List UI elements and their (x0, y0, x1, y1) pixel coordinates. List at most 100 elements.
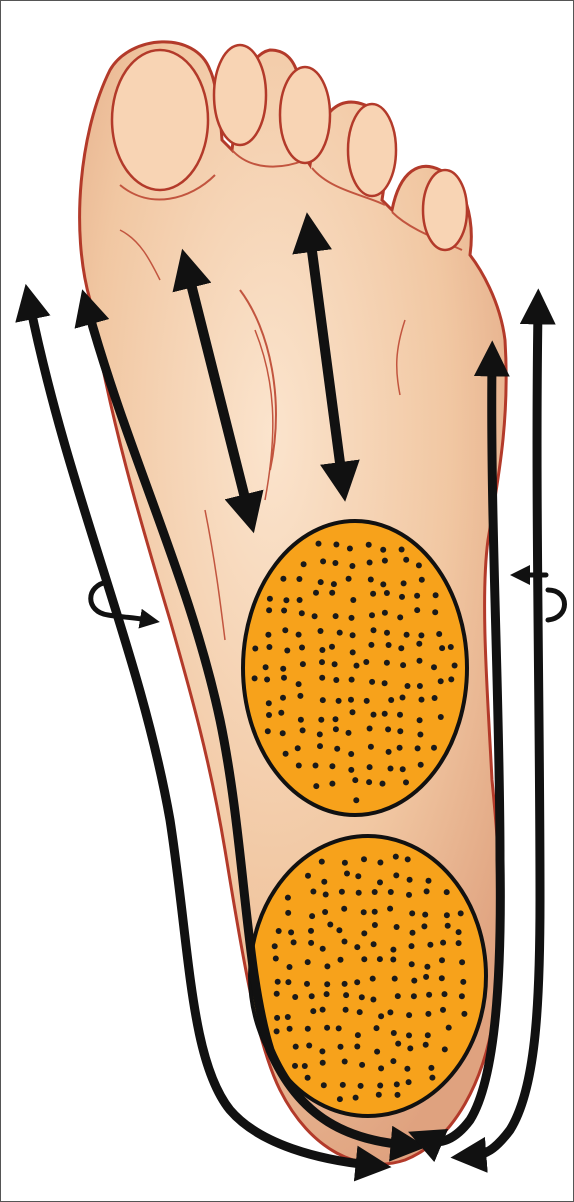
pad-dot (349, 563, 355, 569)
pad-dot (285, 979, 291, 985)
pad-dot (287, 964, 293, 970)
pad-dot (324, 1025, 330, 1031)
pad-dot (423, 1042, 429, 1048)
pad-dot (368, 744, 374, 750)
pad-dot (346, 730, 352, 736)
pad-dot (414, 593, 420, 599)
pad-dot (377, 879, 383, 885)
pad-dot (320, 558, 326, 564)
pad-dot (305, 873, 311, 879)
pad-dot (348, 767, 354, 773)
pad-dot (323, 892, 329, 898)
pad-dot (367, 726, 373, 732)
pad-dot (378, 1065, 384, 1071)
pad-dot (266, 644, 272, 650)
pad-dot (327, 922, 333, 928)
pad-dot (342, 981, 348, 987)
pad-dot (297, 693, 303, 699)
pad-dot (368, 642, 374, 648)
pad-dot (348, 751, 354, 757)
pad-dot (456, 929, 462, 935)
pad-dot (371, 627, 377, 633)
pad-dot (439, 957, 445, 963)
pad-dot (387, 1009, 393, 1015)
pad-dot (354, 979, 360, 985)
pad-dot (427, 942, 433, 948)
pad-dot (406, 1032, 412, 1038)
pad-dot (407, 877, 413, 883)
pad-dot (338, 957, 344, 963)
pad-dot (371, 941, 377, 947)
pad-dot (295, 745, 301, 751)
pad-dot (283, 751, 289, 757)
rotation-arrow-icon (548, 590, 565, 620)
pad-dot (371, 712, 377, 718)
pad-dot (388, 697, 394, 703)
pad-dot (370, 976, 376, 982)
pad-dot (354, 944, 360, 950)
pad-dot (312, 613, 318, 619)
pad-dot (403, 557, 409, 563)
pad-dot (426, 992, 432, 998)
pad-dot (369, 612, 375, 618)
pad-dot (281, 675, 287, 681)
pad-dot (350, 597, 356, 603)
pad-dot (424, 888, 430, 894)
pad-dot (403, 779, 409, 785)
pad-dot (329, 590, 335, 596)
pad-dot (319, 659, 325, 665)
pad-dot (266, 712, 272, 718)
pad-dot (409, 943, 415, 949)
pad-dot (302, 1063, 308, 1069)
pad-dot (418, 632, 424, 638)
pad-dot (349, 677, 355, 683)
pad-dot (438, 714, 444, 720)
pad-dot (431, 745, 437, 751)
pad-dot (424, 964, 430, 970)
pad-dot (444, 889, 450, 895)
pad-dot (406, 1012, 412, 1018)
pad-dot (280, 695, 286, 701)
pad-dot (372, 922, 378, 928)
pad-dot (399, 547, 405, 553)
pad-dot (446, 1025, 452, 1031)
pad-dot (390, 957, 396, 963)
pad-dot (297, 597, 303, 603)
pad-dot (264, 677, 270, 683)
pad-dot (363, 659, 369, 665)
pad-dot (395, 993, 401, 999)
pad-dot (329, 644, 335, 650)
pad-dot (417, 658, 423, 664)
pad-dot (343, 992, 349, 998)
pad-dot (359, 1062, 365, 1068)
pad-dot (338, 1044, 344, 1050)
pad-dot (329, 781, 335, 787)
pad-dot (320, 946, 326, 952)
pad-dot (377, 860, 383, 866)
pad-dot (405, 856, 411, 862)
pad-dot (332, 661, 338, 667)
pad-dot (274, 1015, 280, 1021)
pad-dot (308, 928, 314, 934)
pad-dot (404, 632, 410, 638)
pad-dot (337, 1096, 343, 1102)
pad-dot (287, 1026, 293, 1032)
pad-dot (336, 1025, 342, 1031)
pad-dot (361, 856, 367, 862)
pad-dot (370, 591, 376, 597)
pad-dot (341, 906, 347, 912)
pad-dot (349, 615, 355, 621)
pad-dot (364, 698, 370, 704)
pad-dot (448, 644, 454, 650)
pad-dot (343, 1007, 349, 1013)
pad-dot (448, 676, 454, 682)
pad-dot (305, 1026, 311, 1032)
pad-dot (310, 889, 316, 895)
pad-dot (417, 717, 423, 723)
pad-dot (342, 1059, 348, 1065)
pad-dot (285, 895, 291, 901)
pad-dot (336, 698, 342, 704)
pad-dot (392, 976, 398, 982)
pad-dot (433, 592, 439, 598)
